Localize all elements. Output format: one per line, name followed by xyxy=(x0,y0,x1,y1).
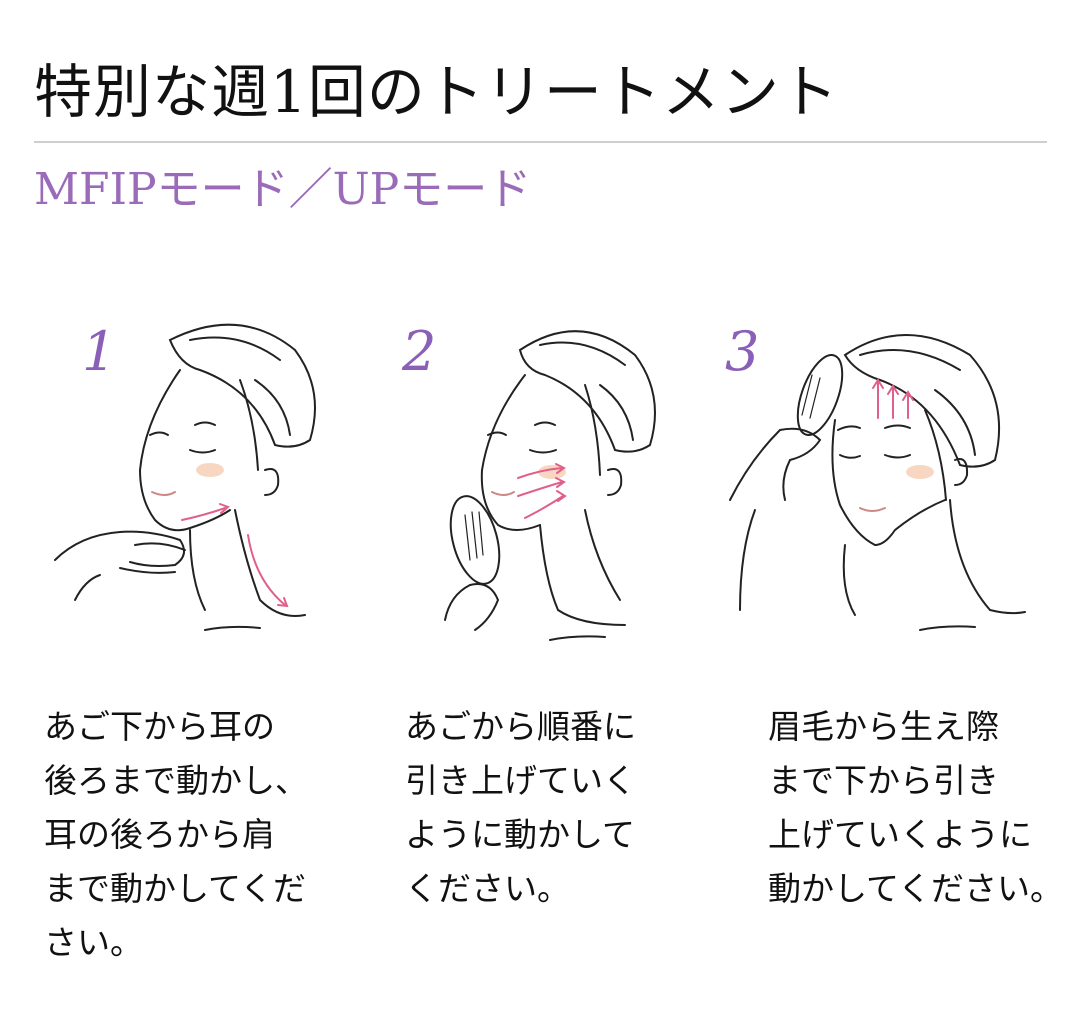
step-number-3: 3 xyxy=(725,320,759,383)
caption-line: まで動かしてくだ xyxy=(44,869,307,908)
caption-line: あごから順番に xyxy=(405,707,636,746)
caption-line: ください。 xyxy=(405,869,570,908)
caption-line: あご下から耳の xyxy=(44,707,275,746)
caption-line: 動かしてください。 xyxy=(768,869,1064,908)
caption-line: 眉毛から生え際 xyxy=(768,707,999,746)
page-title: 特別な週1回のトリートメント xyxy=(34,58,839,126)
step-2-caption: あごから順番に 引き上げていく ように動かして ください。 xyxy=(405,700,636,916)
step-number-2: 2 xyxy=(401,320,436,383)
step-3-illustration: 3 xyxy=(710,300,1050,680)
title-divider xyxy=(34,141,1047,143)
caption-line: ように動かして xyxy=(405,815,636,854)
caption-line: さい。 xyxy=(44,923,143,962)
caption-line: まで下から引き xyxy=(768,761,999,800)
caption-line: 引き上げていく xyxy=(405,761,636,800)
step-2-illustration: 2 xyxy=(380,300,720,680)
mode-subtitle: MFIPモード／UPモード xyxy=(34,164,532,215)
caption-line: 後ろまで動かし、 xyxy=(44,761,308,800)
step-3-caption: 眉毛から生え際 まで下から引き 上げていくように 動かしてください。 xyxy=(768,700,1063,916)
step-1-illustration: 1 xyxy=(40,300,380,680)
step-number-1: 1 xyxy=(82,320,116,383)
step-1-caption: あご下から耳の 後ろまで動かし、 耳の後ろから肩 まで動かしてくだ さい。 xyxy=(44,700,308,970)
caption-line: 耳の後ろから肩 xyxy=(44,815,275,854)
caption-line: 上げていくように xyxy=(768,815,1032,854)
